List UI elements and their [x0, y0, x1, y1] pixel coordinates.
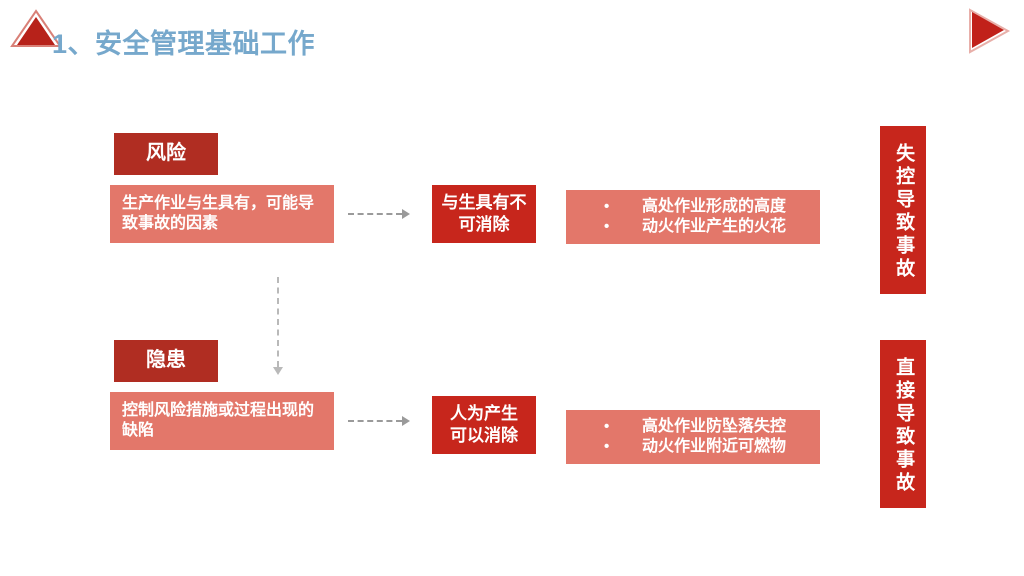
hazard-nature-box: 人为产生 可以消除 [432, 396, 536, 454]
hazard-description-box: 控制风险措施或过程出现的缺陷 [110, 392, 334, 450]
hazard-example-2: 动火作业附近可燃物 [641, 438, 786, 455]
hazard-description-text: 控制风险措施或过程出现的缺陷 [122, 401, 315, 439]
bullet-icon: • [603, 218, 610, 235]
hazard-examples-box: • 高处作业防坠落失控 • 动火作业附近可燃物 [566, 410, 820, 464]
hazard-nature-text: 人为产生 可以消除 [450, 403, 518, 447]
arrow-line [348, 213, 402, 215]
risk-nature-line1: 与生具有不 [441, 193, 527, 213]
risk-description-box: 生产作业与生具有，可能导致事故的因素 [110, 185, 334, 243]
triangle-right-icon[interactable] [964, 8, 1012, 54]
triangle-up-icon [10, 9, 62, 47]
risk-example-2: 动火作业产生的火花 [641, 218, 786, 235]
risk-examples-box: • 高处作业形成的高度 • 动火作业产生的火花 [566, 190, 820, 244]
list-item: • 高处作业形成的高度 [604, 197, 786, 217]
hazard-example-1: 高处作业防坠落失控 [641, 417, 786, 435]
risk-label-text: 风险 [146, 142, 186, 165]
risk-nature-line2: 可消除 [458, 215, 510, 234]
bullet-icon: • [603, 438, 610, 455]
hazard-outcome-box: 直接导致事故 [880, 340, 926, 508]
risk-nature-text: 与生具有不 可消除 [442, 192, 527, 236]
hazard-to-nature-arrow [348, 415, 410, 427]
hazard-label-text: 隐患 [146, 349, 186, 372]
arrow-line [277, 277, 279, 367]
list-item: • 高处作业防坠落失控 [604, 417, 786, 437]
hazard-label-box: 隐患 [114, 340, 218, 382]
list-item: • 动火作业附近可燃物 [604, 437, 786, 457]
hazard-nature-line2: 可以消除 [450, 426, 518, 445]
risk-to-hazard-arrow [272, 277, 284, 375]
hazard-outcome-text: 直接导致事故 [893, 357, 915, 495]
risk-label-box: 风险 [114, 133, 218, 175]
bullet-icon: • [603, 197, 610, 215]
risk-outcome-text: 失控导致事故 [893, 143, 915, 281]
risk-description-text: 生产作业与生具有，可能导致事故的因素 [122, 194, 315, 232]
risk-example-1: 高处作业形成的高度 [641, 197, 786, 215]
arrow-head [402, 209, 410, 219]
risk-nature-box: 与生具有不 可消除 [432, 185, 536, 243]
risk-to-nature-arrow [348, 208, 410, 220]
page-title: 1、安全管理基础工作 [52, 29, 316, 59]
arrow-head [402, 416, 410, 426]
risk-outcome-box: 失控导致事故 [880, 126, 926, 294]
list-item: • 动火作业产生的火花 [604, 217, 786, 237]
bullet-icon: • [603, 417, 610, 435]
arrow-line [348, 420, 402, 422]
hazard-nature-line1: 人为产生 [450, 404, 518, 424]
arrow-head [273, 367, 283, 375]
